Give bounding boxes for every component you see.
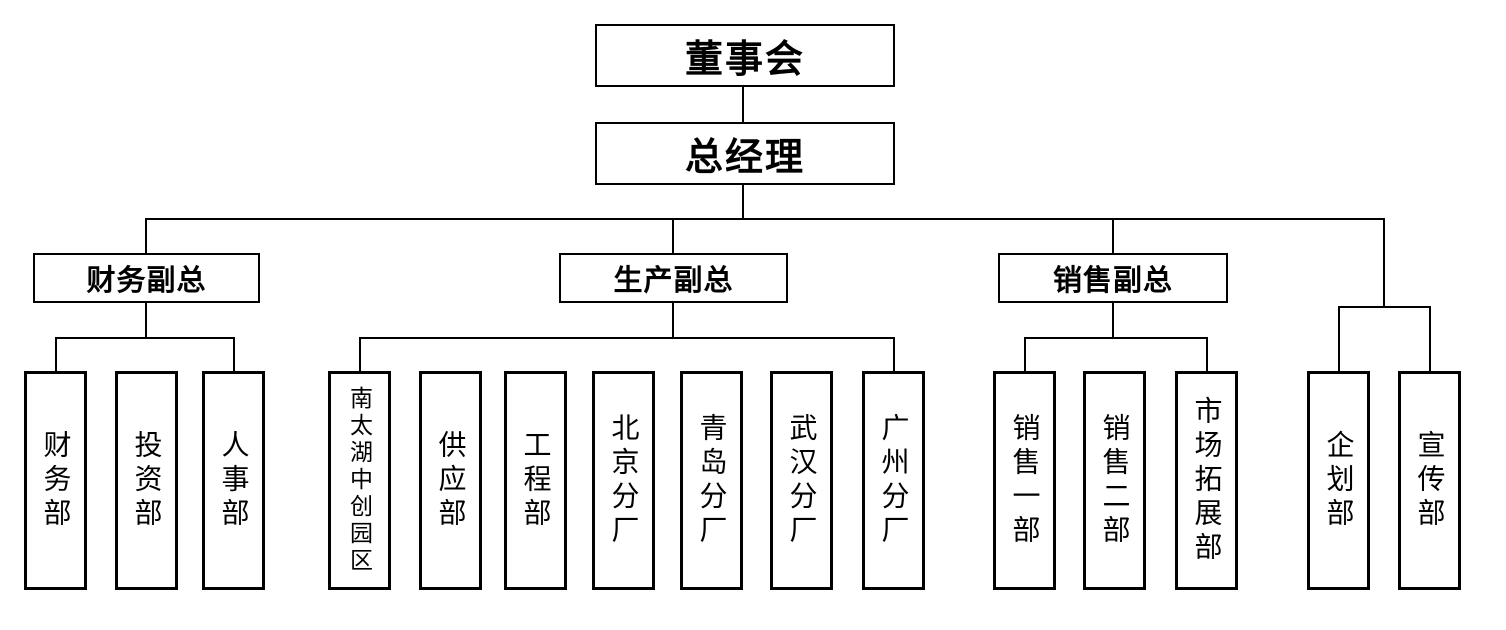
- connector-sales-children-horizontal: [1024, 337, 1208, 339]
- node-publicity-dept[interactable]: 宣传部: [1398, 371, 1461, 590]
- connector-sales-vp-down: [1112, 303, 1114, 339]
- connector-production-children-horizontal: [359, 337, 895, 339]
- connector-drop-guangzhou-branch: [893, 337, 895, 373]
- node-board-of-directors[interactable]: 董事会: [595, 24, 895, 87]
- connector-drop-nantaihu-park: [359, 337, 361, 373]
- node-investment-dept[interactable]: 投资部: [115, 371, 178, 590]
- node-engineering-dept[interactable]: 工程部: [504, 371, 567, 590]
- connector-finance-vp-down: [145, 303, 147, 339]
- node-nantaihu-zhongchuang-park[interactable]: 南太湖中创园区: [328, 371, 391, 590]
- connector-production-vp-down: [672, 303, 674, 339]
- connector-drop-finance-dept: [55, 337, 57, 373]
- node-finance-dept[interactable]: 财务部: [24, 371, 87, 590]
- connector-drop-hr-dept: [233, 337, 235, 373]
- node-general-manager[interactable]: 总经理: [595, 122, 895, 185]
- connector-direct-children-horizontal: [1338, 306, 1431, 308]
- node-qingdao-branch-factory[interactable]: 青岛分厂: [680, 371, 743, 590]
- connector-board-to-gm: [742, 87, 744, 122]
- connector-drop-production-vp: [672, 218, 674, 255]
- connector-drop-market-expansion: [1206, 337, 1208, 373]
- node-sales-dept-1[interactable]: 销售一部: [993, 371, 1056, 590]
- connector-finance-children-horizontal: [55, 337, 235, 339]
- node-beijing-branch-factory[interactable]: 北京分厂: [592, 371, 655, 590]
- node-planning-dept[interactable]: 企划部: [1307, 371, 1370, 590]
- node-wuhan-branch-factory[interactable]: 武汉分厂: [770, 371, 833, 590]
- node-hr-dept[interactable]: 人事部: [202, 371, 265, 590]
- connector-gm-down: [742, 185, 744, 219]
- node-guangzhou-branch-factory[interactable]: 广州分厂: [862, 371, 925, 590]
- node-sales-vp[interactable]: 销售副总: [998, 253, 1228, 303]
- node-finance-vp[interactable]: 财务副总: [33, 253, 260, 303]
- node-sales-dept-2[interactable]: 销售二部: [1083, 371, 1146, 590]
- connector-drop-sales-dept-1: [1024, 337, 1026, 373]
- node-supply-dept[interactable]: 供应部: [419, 371, 482, 590]
- connector-drop-publicity-dept: [1429, 306, 1431, 373]
- node-production-vp[interactable]: 生产副总: [559, 253, 788, 303]
- connector-drop-planning-dept: [1338, 306, 1340, 373]
- node-market-expansion-dept[interactable]: 市场拓展部: [1175, 371, 1238, 590]
- connector-drop-finance-vp: [145, 218, 147, 255]
- connector-drop-direct-branch: [1383, 218, 1385, 308]
- connector-main-horizontal: [145, 218, 1385, 220]
- connector-drop-sales-vp: [1112, 218, 1114, 255]
